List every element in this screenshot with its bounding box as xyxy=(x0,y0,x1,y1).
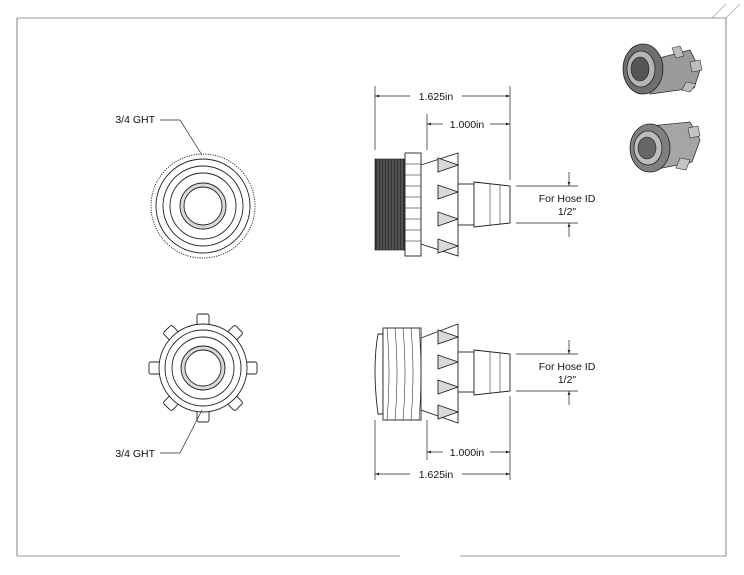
top-hose-label-line2: 1/2" xyxy=(558,206,577,218)
top-hose-label-line1: For Hose ID xyxy=(539,193,596,205)
top-front-view: 3/4 GHT xyxy=(115,114,256,259)
bottom-overall-length: 1.625in xyxy=(419,469,454,481)
top-barb-length: 1.000in xyxy=(450,119,485,131)
top-front-leader xyxy=(160,119,203,156)
top-side-view: 1.625in 1.000in For Hose ID 1/2" xyxy=(374,86,596,257)
bottom-hose-label-line1: For Hose ID xyxy=(539,361,596,373)
isometric-view-threaded xyxy=(629,121,701,173)
isometric-view-nut xyxy=(622,43,703,95)
bottom-side-view: 1.000in 1.625in For Hose ID 1/2" xyxy=(374,323,596,481)
sheet-border xyxy=(16,3,741,557)
hose-barb xyxy=(473,181,511,228)
threaded-collar xyxy=(404,152,422,257)
bottom-barb-length: 1.000in xyxy=(450,447,485,459)
finned-cone-bottom xyxy=(420,323,459,424)
bottom-front-callout: 3/4 GHT xyxy=(115,448,155,460)
bottom-front-leader xyxy=(160,409,203,454)
finned-cone xyxy=(420,152,459,257)
top-overall-length: 1.625in xyxy=(419,91,454,103)
threaded-body xyxy=(382,327,422,421)
hose-barb-bottom xyxy=(473,349,511,396)
top-front-callout: 3/4 GHT xyxy=(115,114,155,126)
bottom-front-view: 3/4 GHT xyxy=(115,313,258,460)
bottom-hose-label-line2: 1/2" xyxy=(558,374,577,386)
